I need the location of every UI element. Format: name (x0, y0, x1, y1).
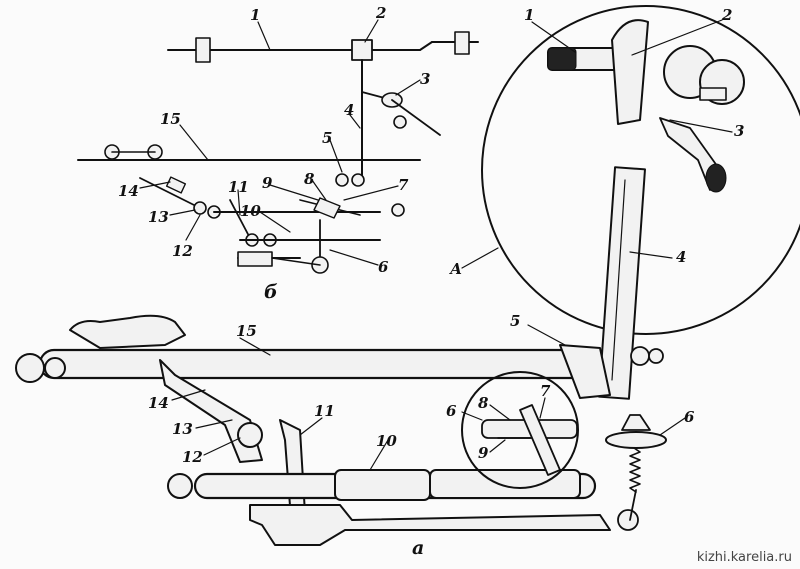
label-a-13: 13 (172, 420, 193, 438)
label-a-7: 7 (540, 382, 551, 400)
labels-assembly-a: 15 5 14 13 12 11 10 6 8 7 9 6 а (148, 312, 695, 559)
label-zoom-4: 4 (676, 248, 686, 266)
label-a-15: 15 (236, 322, 257, 340)
label-b-3: 3 (420, 70, 430, 88)
label-a-6-left: 6 (446, 402, 457, 420)
label-a-9: 9 (478, 444, 489, 462)
label-b-9: 9 (262, 174, 273, 192)
label-zoom-3: 3 (734, 122, 744, 140)
label-b-12: 12 (172, 242, 193, 260)
label-b-10: 10 (240, 202, 261, 220)
label-a-10: 10 (376, 432, 397, 450)
label-zoom-1: 1 (524, 6, 534, 24)
label-b-5: 5 (322, 129, 332, 147)
labels-schematic-b: 1 2 3 4 5 15 14 13 12 11 10 9 8 7 6 б (118, 4, 430, 303)
caption-b: б (264, 281, 278, 303)
label-b-4: 4 (344, 101, 354, 119)
label-b-15: 15 (160, 110, 181, 128)
zoom-view-a (481, 5, 800, 400)
label-zoom-letter: А (449, 260, 462, 278)
label-b-6: 6 (378, 258, 389, 276)
label-b-13: 13 (148, 208, 169, 226)
label-b-7: 7 (398, 176, 409, 194)
labels-zoom: 1 2 3 4 А (449, 6, 744, 278)
leader-lines (139, 19, 733, 471)
label-a-5: 5 (510, 312, 520, 330)
label-b-2: 2 (375, 4, 386, 22)
label-a-11: 11 (314, 402, 335, 420)
label-zoom-2: 2 (721, 6, 732, 24)
assembly-a (15, 314, 667, 546)
label-a-8: 8 (478, 394, 489, 412)
label-b-8: 8 (304, 170, 315, 188)
label-a-6-right: 6 (684, 408, 695, 426)
label-b-11: 11 (228, 178, 249, 196)
label-b-1: 1 (250, 6, 260, 24)
label-a-14: 14 (148, 394, 169, 412)
caption-a: а (412, 537, 424, 559)
label-a-12: 12 (182, 448, 203, 466)
watermark: kizhi.karelia.ru (696, 550, 792, 565)
label-b-14: 14 (118, 182, 139, 200)
schematic-b (77, 31, 479, 274)
